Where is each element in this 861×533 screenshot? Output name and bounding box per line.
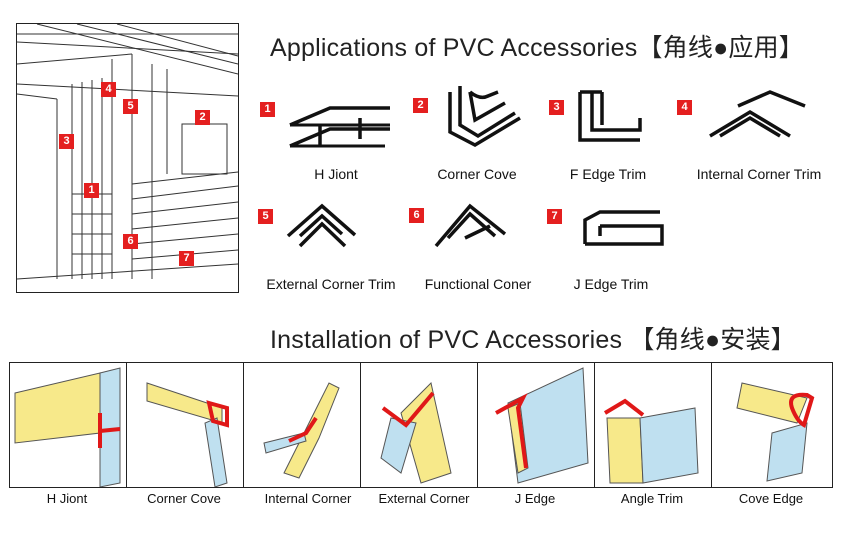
item-badge-5: 5 (258, 209, 273, 224)
item-badge-2: 2 (413, 98, 428, 113)
install-cell-cove-edge (712, 363, 831, 487)
room-marker-1: 1 (84, 183, 99, 198)
room-marker-4: 4 (101, 82, 116, 97)
profile-internal-corner (709, 90, 806, 138)
install-label-j-edge: J Edge (514, 491, 556, 506)
install-label-cove-edge: Cove Edge (738, 491, 804, 506)
room-marker-7: 7 (179, 251, 194, 266)
install-label-h-joint: H Jiont (46, 491, 88, 506)
item-badge-6: 6 (409, 208, 424, 223)
install-cell-corner-cove (127, 363, 244, 487)
item-badge-4: 4 (677, 100, 692, 115)
room-marker-6: 6 (123, 234, 138, 249)
item-label-h-joint: H Jiont (314, 166, 358, 182)
install-cell-h-joint (10, 363, 127, 487)
room-marker-5: 5 (123, 99, 138, 114)
item-badge-3: 3 (549, 100, 564, 115)
item-label-corner-cove: Corner Cove (437, 166, 517, 182)
install-label-external-corner: External Corner (378, 491, 470, 506)
room-illustration: 4 5 2 3 1 6 7 (16, 23, 239, 293)
installation-panels (9, 362, 833, 488)
install-label-corner-cove: Corner Cove (147, 491, 221, 506)
profile-functional-corner (434, 203, 507, 248)
item-badge-7: 7 (547, 209, 562, 224)
install-cell-external-corner (361, 363, 478, 487)
item-label-functional-coner: Functional Coner (424, 276, 532, 292)
item-label-j-edge-trim: J Edge Trim (573, 276, 649, 292)
applications-title: Applications of PVC Accessories【角线●应用】 (270, 34, 804, 62)
profile-external-corner (286, 203, 357, 248)
profile-diagrams (286, 86, 806, 248)
profile-corner-cove (448, 86, 521, 148)
installation-title: Installation of PVC Accessories 【角线●安装】 (270, 326, 796, 354)
room-marker-3: 3 (59, 134, 74, 149)
item-badge-1: 1 (260, 102, 275, 117)
item-label-internal-corner-trim: Internal Corner Trim (696, 166, 822, 182)
install-label-internal-corner: Internal Corner (264, 491, 352, 506)
install-cell-angle-trim (595, 363, 712, 487)
room-marker-2: 2 (195, 110, 210, 125)
item-label-f-edge-trim: F Edge Trim (569, 166, 647, 182)
profile-j-edge (583, 210, 664, 246)
item-label-external-corner-trim: External Corner Trim (266, 276, 396, 292)
profile-h-joint (289, 106, 390, 148)
profile-f-edge (578, 90, 642, 142)
install-cell-internal-corner (244, 363, 361, 487)
install-label-angle-trim: Angle Trim (620, 491, 684, 506)
install-cell-j-edge (478, 363, 595, 487)
